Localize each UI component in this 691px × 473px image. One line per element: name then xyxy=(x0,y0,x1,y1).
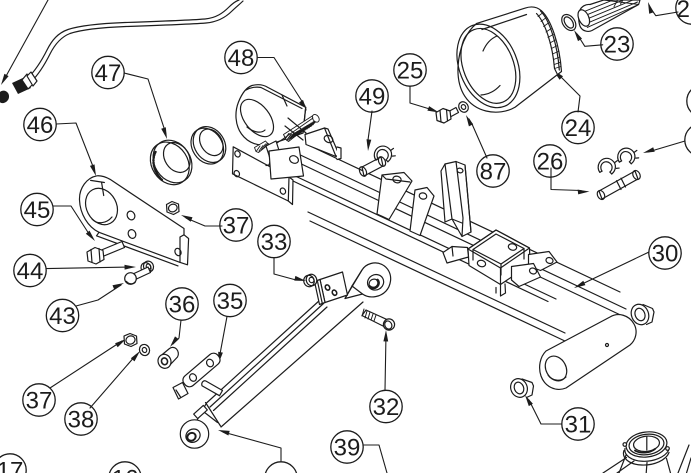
svg-text:33: 33 xyxy=(261,229,288,256)
svg-text:44: 44 xyxy=(17,258,44,285)
svg-text:87: 87 xyxy=(480,159,507,186)
svg-text:43: 43 xyxy=(49,303,76,330)
svg-text:37: 37 xyxy=(26,388,53,415)
svg-text:47: 47 xyxy=(95,60,122,87)
svg-text:38: 38 xyxy=(68,407,95,434)
svg-text:16: 16 xyxy=(112,466,139,473)
svg-text:23: 23 xyxy=(604,32,631,59)
svg-text:36: 36 xyxy=(169,292,196,319)
svg-text:35: 35 xyxy=(217,288,244,315)
svg-text:21: 21 xyxy=(677,0,691,23)
svg-text:25: 25 xyxy=(397,58,424,85)
svg-text:37: 37 xyxy=(223,213,250,240)
svg-text:26: 26 xyxy=(537,149,564,176)
svg-text:30: 30 xyxy=(652,241,679,268)
svg-text:32: 32 xyxy=(373,394,400,421)
svg-text:17: 17 xyxy=(0,458,23,473)
svg-text:45: 45 xyxy=(24,197,51,224)
svg-text:49: 49 xyxy=(359,84,386,111)
svg-text:48: 48 xyxy=(228,45,255,72)
svg-text:31: 31 xyxy=(565,412,592,439)
svg-text:39: 39 xyxy=(334,435,361,462)
svg-text:46: 46 xyxy=(27,112,54,139)
svg-text:24: 24 xyxy=(565,115,592,142)
